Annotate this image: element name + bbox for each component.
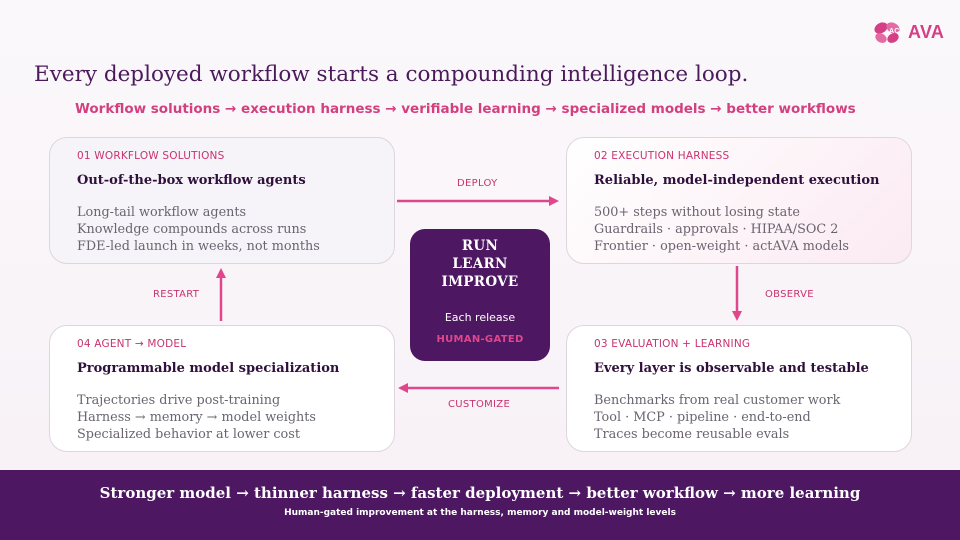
logo-name: AVA: [908, 22, 945, 42]
observe-label: OBSERVE: [765, 289, 814, 300]
card-line: Frontier · open-weight · actAVA models: [594, 239, 849, 254]
logo-prefix: ACT: [889, 28, 904, 35]
center-word-run: RUN: [461, 238, 499, 254]
card-line: FDE-led launch in weeks, not months: [77, 239, 320, 254]
customize-label: CUSTOMIZE: [448, 399, 511, 410]
flow-subtitle: Workflow solutions → execution harness →…: [75, 101, 856, 117]
card-agent-model: 04 AGENT → MODEL Programmable model spec…: [49, 325, 395, 452]
footer-banner: Stronger model → thinner harness → faste…: [0, 470, 960, 540]
card-title: Out-of-the-box workflow agents: [77, 173, 306, 188]
card-line: Benchmarks from real customer work: [594, 393, 841, 408]
footer-flow: Stronger model → thinner harness → faste…: [99, 484, 861, 502]
human-gated-badge: HUMAN-GATED: [436, 334, 524, 345]
card-execution-harness: 02 EXECUTION HARNESS Reliable, model-ind…: [566, 137, 912, 264]
flower-logo-icon: [874, 22, 900, 43]
deploy-label: DEPLOY: [457, 178, 498, 189]
card-title: Reliable, model-independent execution: [594, 173, 880, 188]
center-word-learn: LEARN: [452, 256, 508, 272]
center-word-improve: IMPROVE: [441, 274, 519, 290]
card-line: Trajectories drive post-training: [77, 393, 281, 408]
center-subtitle: Each release: [444, 311, 516, 324]
card-line: Guardrails · approvals · HIPAA/SOC 2: [594, 222, 839, 237]
run-learn-improve-box: RUN LEARN IMPROVE Each release HUMAN-GAT…: [410, 229, 550, 361]
card-evaluation-learning: 03 EVALUATION + LEARNING Every layer is …: [566, 325, 912, 452]
card-number: 04 AGENT → MODEL: [77, 338, 187, 350]
card-line: Harness → memory → model weights: [77, 410, 316, 425]
card-number: 03 EVALUATION + LEARNING: [594, 338, 751, 350]
loop-arrows: [216, 196, 742, 393]
card-line: Specialized behavior at lower cost: [77, 427, 300, 442]
card-line: Traces become reusable evals: [594, 427, 790, 442]
restart-label: RESTART: [153, 289, 200, 300]
card-title: Every layer is observable and testable: [594, 361, 869, 376]
card-number: 02 EXECUTION HARNESS: [594, 150, 730, 162]
card-workflow-solutions: 01 WORKFLOW SOLUTIONS Out-of-the-box wor…: [49, 137, 395, 264]
card-number: 01 WORKFLOW SOLUTIONS: [77, 150, 225, 162]
card-line: Long-tail workflow agents: [77, 205, 247, 220]
card-line: Tool · MCP · pipeline · end-to-end: [594, 410, 811, 425]
card-line: Knowledge compounds across runs: [77, 222, 307, 237]
page-title: Every deployed workflow starts a compoun…: [34, 62, 749, 87]
actava-logo: ACT AVA: [872, 20, 952, 46]
card-title: Programmable model specialization: [77, 361, 340, 376]
card-line: 500+ steps without losing state: [594, 205, 800, 220]
footer-caption: Human-gated improvement at the harness, …: [284, 508, 676, 518]
